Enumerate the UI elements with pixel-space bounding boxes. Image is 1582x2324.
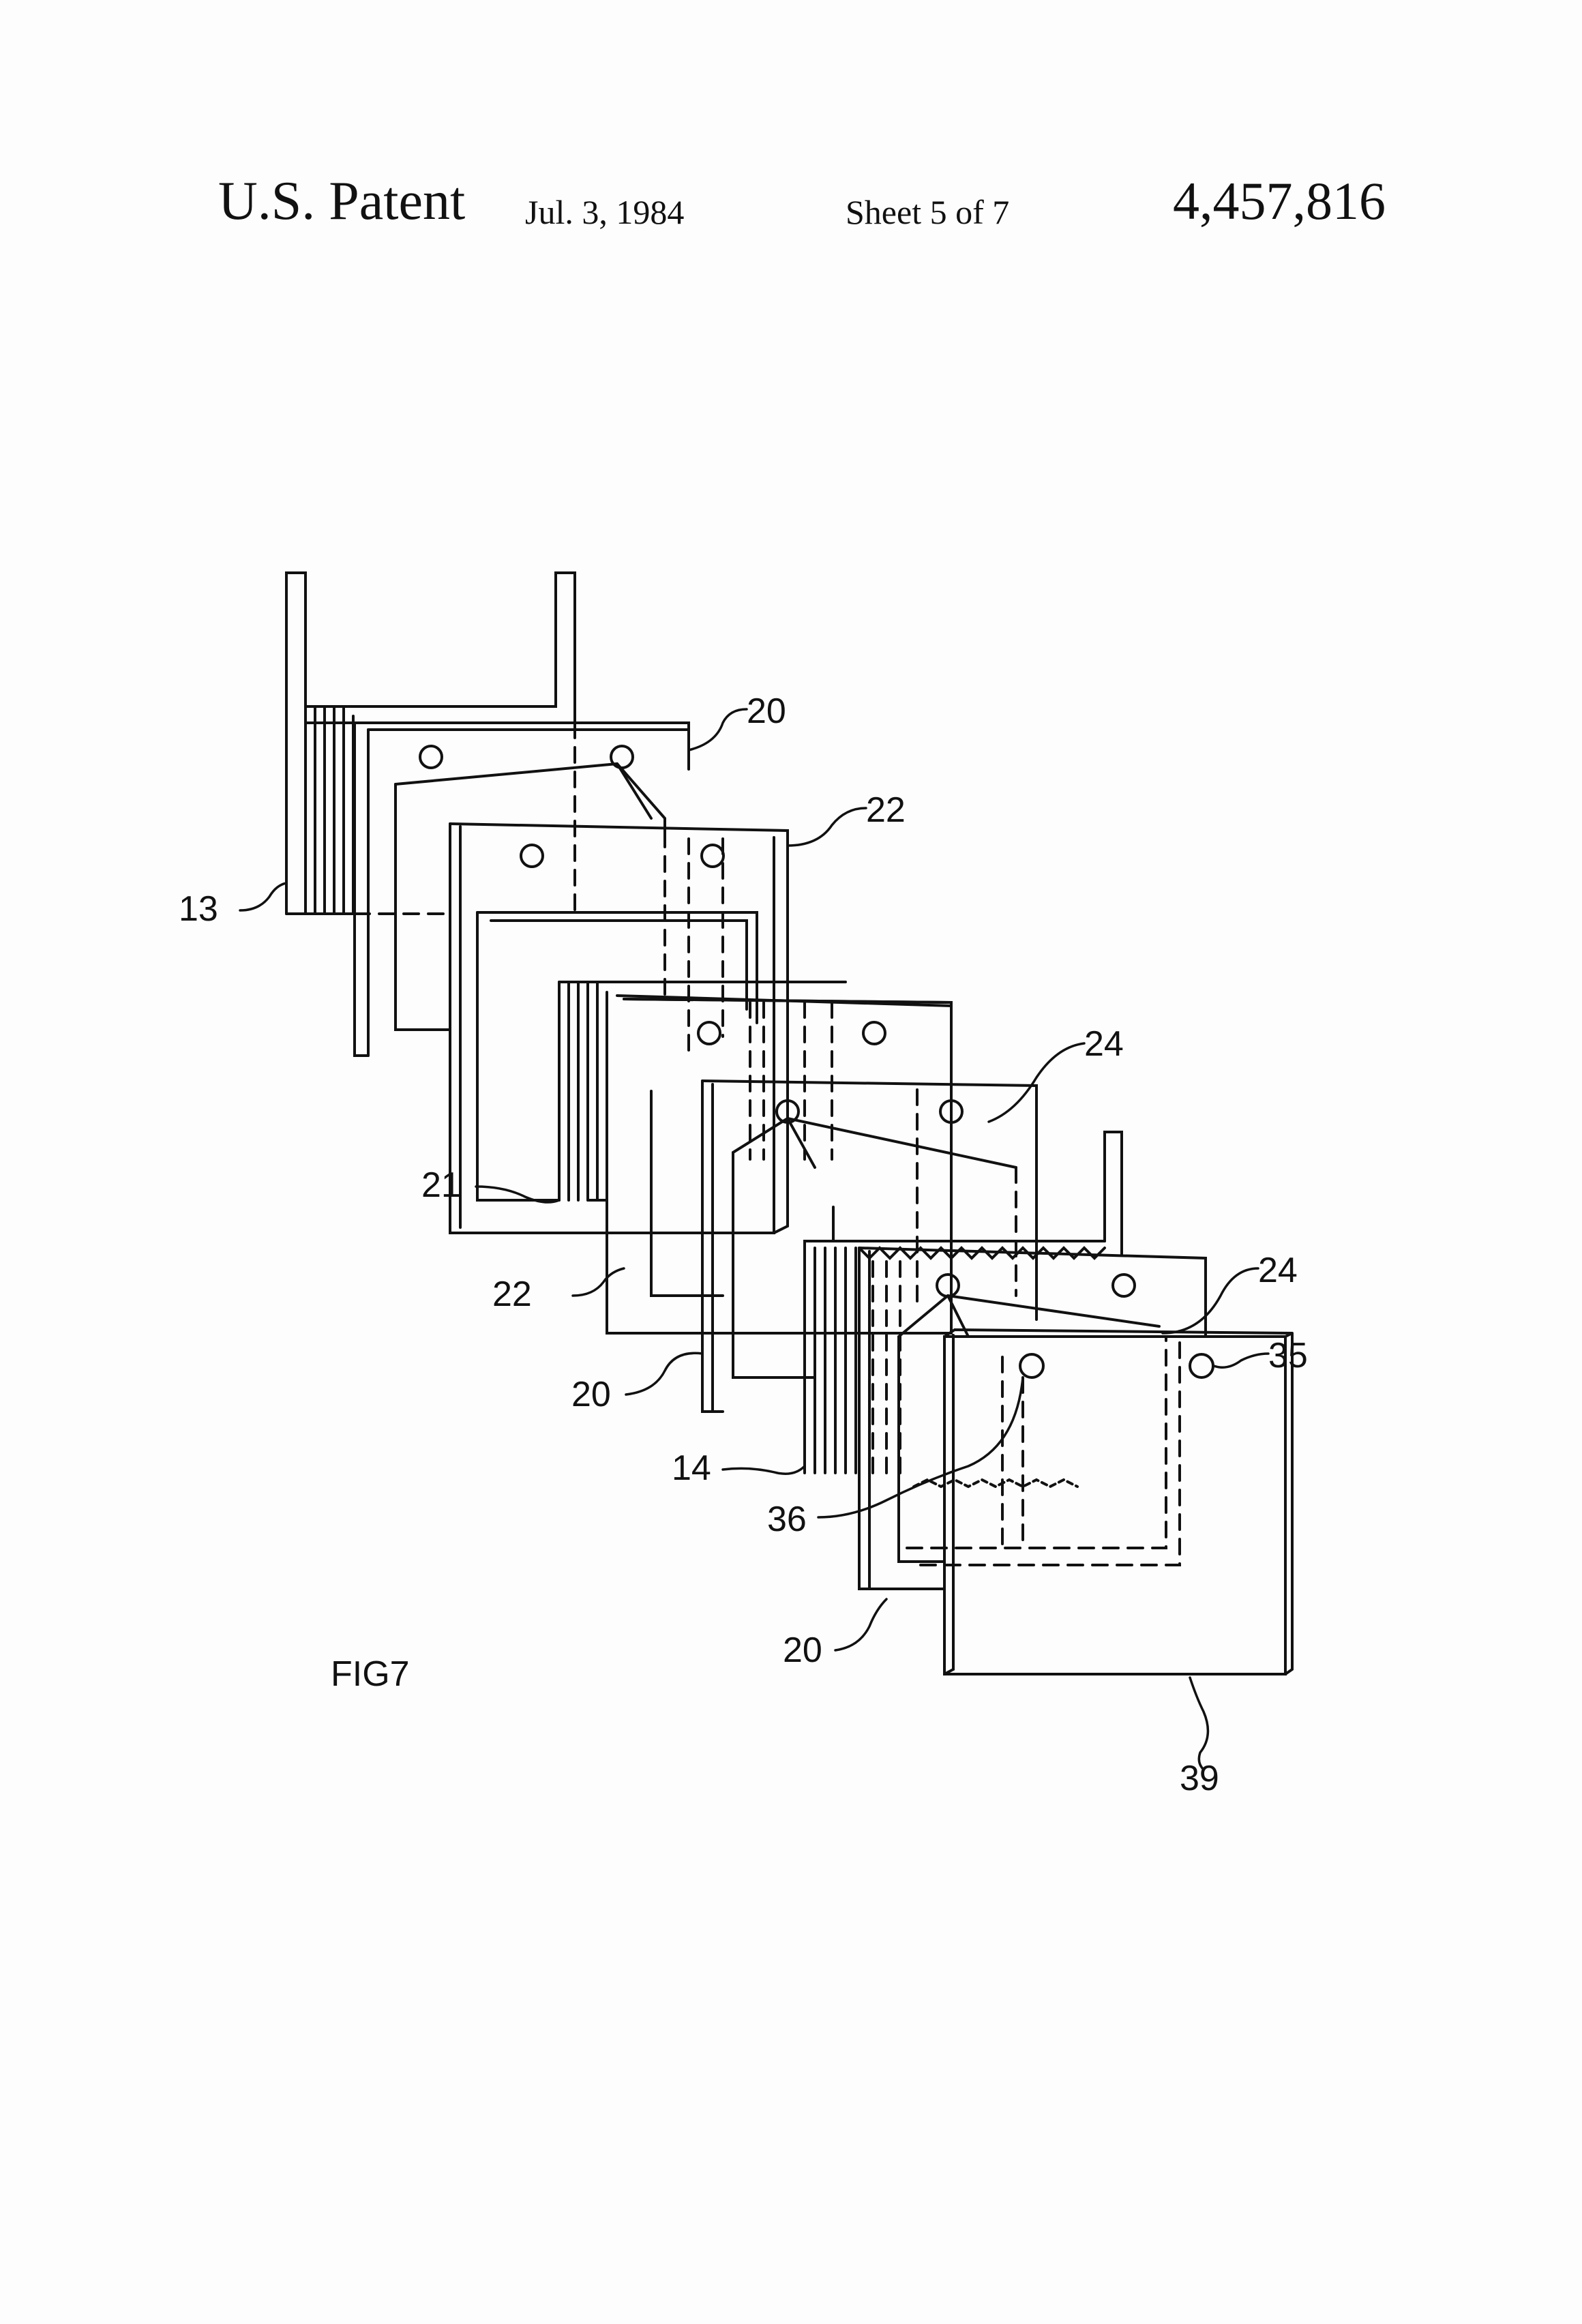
label-20-second: 20 — [571, 1375, 611, 1414]
label-39: 39 — [1180, 1759, 1219, 1798]
label-13: 13 — [179, 889, 218, 929]
label-20-third: 20 — [783, 1630, 822, 1670]
label-35: 35 — [1268, 1336, 1308, 1375]
comb-block-14 — [805, 1132, 1122, 1487]
plate-22-first — [450, 824, 788, 1233]
label-36: 36 — [767, 1500, 807, 1539]
label-24-first: 24 — [1084, 1024, 1124, 1064]
label-20-first: 20 — [747, 691, 786, 731]
plate-20-first — [355, 723, 689, 1056]
reference-numerals: 20 22 13 24 21 22 24 35 20 14 36 20 39 F… — [179, 691, 1308, 1798]
label-24-second: 24 — [1258, 1251, 1298, 1290]
label-22-first: 22 — [866, 790, 906, 830]
terminal-block-13 — [286, 573, 575, 914]
label-21: 21 — [421, 1165, 461, 1205]
label-14: 14 — [672, 1448, 711, 1488]
figure-caption: FIG7 — [331, 1654, 410, 1694]
plate-20-third — [859, 1248, 1206, 1589]
plate-22-second — [607, 992, 951, 1333]
label-22-second: 22 — [492, 1275, 532, 1314]
end-plate-39 — [944, 1330, 1292, 1674]
